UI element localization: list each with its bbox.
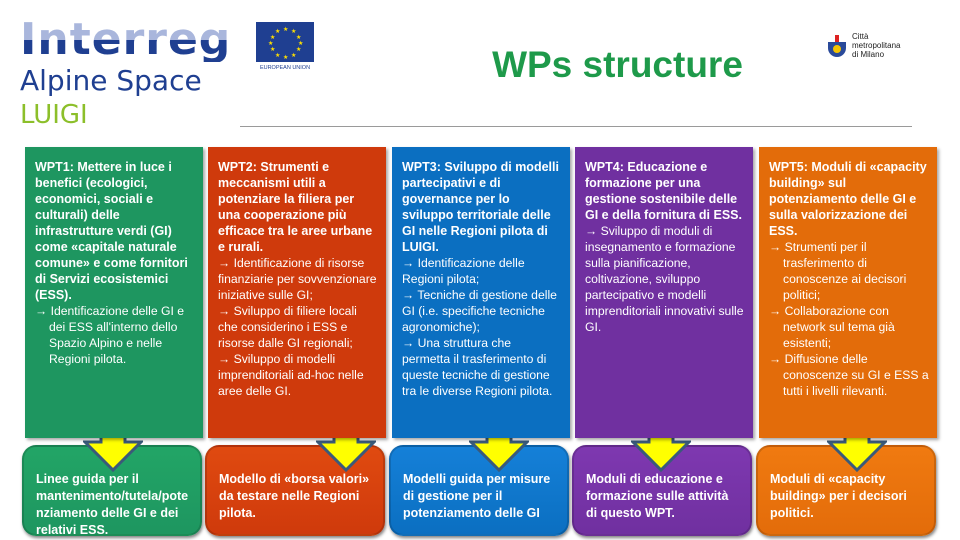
wpt4-result-text: Moduli di educazione e formazione sulle … (586, 472, 729, 520)
wpt4-box: WPT4: Educazione e formazione per una ge… (575, 147, 753, 438)
wpt-bullet: → Strumenti per il trasferimento di cono… (769, 239, 929, 303)
bullet-text: Identificazione di risorse finanziarie p… (218, 256, 377, 302)
wpt3-heading: WPT3: Sviluppo di modelli partecipativi … (402, 160, 559, 254)
eu-logo: ★★★★★★★★★★★★ EUROPEAN UNION (256, 22, 314, 71)
wpt2-result-text: Modello di «borsa valori» da testare nel… (219, 472, 370, 520)
arrow-right-icon: → (402, 336, 418, 350)
logo-luigi: LUIGI (20, 100, 88, 130)
wpt5-result-box: Moduli di «capacity building» per i deci… (756, 445, 936, 536)
wpt3-result-box: Modelli guida per misure di gestione per… (389, 445, 569, 536)
wpt-bullet: → Identificazione delle GI e dei ESS all… (35, 303, 195, 367)
title-divider (240, 126, 912, 127)
logo-interreg: Interreg (20, 14, 232, 65)
arrow-right-icon: → (585, 224, 601, 238)
bullet-text: Una struttura che permetta il trasferime… (402, 336, 553, 398)
partner-line2: metropolitana (852, 41, 901, 50)
wpt1-heading: WPT1: Mettere in luce i benefici (ecolog… (35, 160, 188, 302)
bullet-text: Diffusione delle conoscenze su GI e ESS … (783, 352, 929, 398)
bullet-text: Strumenti per il trasferimento di conosc… (783, 240, 907, 302)
arrow-right-icon: → (218, 256, 234, 270)
wpt-bullet: → Sviluppo di modelli imprenditoriali ad… (218, 351, 378, 399)
arrow-right-icon: → (769, 304, 785, 318)
partner-line1: Città (852, 32, 869, 41)
wpt-bullet: → Identificazione di risorse finanziarie… (218, 255, 378, 303)
wpt5-result-text: Moduli di «capacity building» per i deci… (770, 472, 907, 520)
eu-label: EUROPEAN UNION (259, 65, 311, 71)
arrow-right-icon: → (769, 352, 785, 366)
wpt3-box: WPT3: Sviluppo di modelli partecipativi … (392, 147, 570, 438)
wpt3-result-text: Modelli guida per misure di gestione per… (403, 472, 551, 520)
arrow-right-icon: → (402, 256, 418, 270)
wpt-bullet: → Una struttura che permetta il trasferi… (402, 335, 562, 399)
wpt2-heading: WPT2: Strumenti e meccanismi utili a pot… (218, 160, 373, 254)
wpt2-box: WPT2: Strumenti e meccanismi utili a pot… (208, 147, 386, 438)
arrow-right-icon: → (218, 304, 234, 318)
interreg-logo: Interreg Alpine Space LUIGI (20, 18, 231, 132)
bullet-text: Sviluppo di moduli di insegnamento e for… (585, 224, 744, 334)
wpt5-box: WPT5: Moduli di «capacity building» sul … (759, 147, 937, 438)
wpt1-box: WPT1: Mettere in luce i benefici (ecolog… (25, 147, 203, 438)
citta-metropolitana-logo: Città metropolitana di Milano (828, 20, 900, 59)
logo-alpine-space: Alpine Space (20, 64, 202, 97)
arrow-right-icon: → (402, 288, 418, 302)
milano-crest-icon (828, 34, 846, 57)
wpt-bullet: → Sviluppo di moduli di insegnamento e f… (585, 223, 745, 335)
wpt-bullet: → Tecniche di gestione delle GI (i.e. sp… (402, 287, 562, 335)
arrow-right-icon: → (218, 352, 234, 366)
wpt1-result-text: Linee guida per il mantenimento/tutela/p… (36, 472, 189, 536)
bullet-text: Sviluppo di modelli imprenditoriali ad-h… (218, 352, 364, 398)
bullet-text: Tecniche di gestione delle GI (i.e. spec… (402, 288, 557, 334)
wpt-bullet: → Identificazione delle Regioni pilota; (402, 255, 562, 287)
wpt-bullet: → Sviluppo di filiere locali che conside… (218, 303, 378, 351)
page-title: WPs structure (492, 44, 743, 85)
wpt4-heading: WPT4: Educazione e formazione per una ge… (585, 160, 742, 222)
bullet-text: Collaborazione con network sul tema già … (783, 304, 895, 350)
wpt-bullet: → Diffusione delle conoscenze su GI e ES… (769, 351, 929, 399)
bullet-text: Sviluppo di filiere locali che consideri… (218, 304, 357, 350)
eu-flag-icon: ★★★★★★★★★★★★ (256, 22, 314, 62)
partner-line3: di Milano (852, 50, 885, 59)
bullet-text: Identificazione delle Regioni pilota; (402, 256, 525, 286)
arrow-right-icon: → (769, 240, 785, 254)
bullet-text: Identificazione delle GI e dei ESS all'i… (49, 304, 185, 366)
arrow-right-icon: → (35, 304, 51, 318)
wpt5-heading: WPT5: Moduli di «capacity building» sul … (769, 160, 927, 238)
wpt-bullet: → Collaborazione con network sul tema gi… (769, 303, 929, 351)
